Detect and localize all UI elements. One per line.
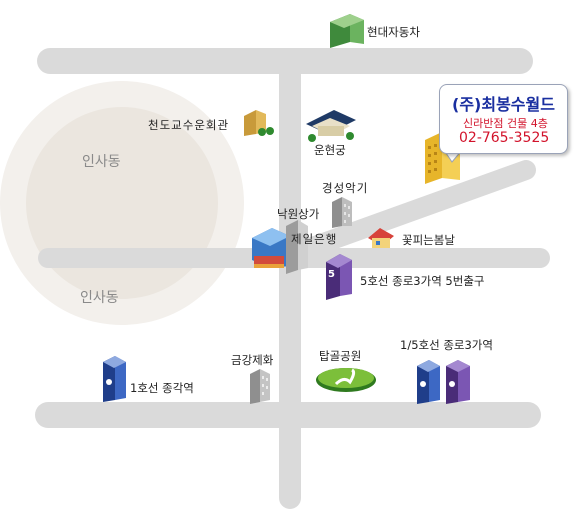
label-nakwon-sangga: 낙원상가 [277, 207, 320, 221]
cheondogyo-building-icon [244, 110, 274, 136]
label-geumgang-shoes: 금강제화 [231, 353, 274, 367]
line15-station-icon [417, 360, 470, 404]
label-line5-exit5: 5호선 종로3가역 5번출구 [360, 274, 485, 288]
company-branch: 신라반점 건물 4층 [463, 117, 548, 130]
jeil-bank-building-icon [286, 220, 308, 274]
company-callout [439, 84, 568, 154]
tapgol-park-icon [316, 368, 376, 392]
area-label-insadong-south: 인사동 [80, 290, 119, 306]
unhyeongung-palace-icon [306, 110, 356, 142]
label-tapgol-park: 탑골공원 [319, 349, 362, 363]
label-kkotpineun-bomnal: 꽃피는봄날 [402, 233, 455, 247]
label-line1-jonggak: 1호선 종각역 [130, 381, 194, 395]
label-hyundai-motors: 현대자동차 [367, 25, 420, 39]
hyundai-building-icon [330, 14, 364, 48]
line5-exit-building-icon [326, 254, 352, 300]
kkotpineun-house-icon [368, 228, 394, 248]
insadong-area-inner [26, 107, 218, 299]
company-name: (주)최봉수월드 [452, 95, 555, 114]
label-unhyeongung: 운현궁 [314, 143, 346, 157]
road-diagonal [280, 160, 536, 265]
label-cheondogyo: 천도교수운회관 [148, 118, 230, 132]
company-phone: 02-765-3525 [459, 130, 550, 146]
label-line15-jongno3ga: 1/5호선 종로3가역 [400, 338, 493, 352]
label-gyeongseong-akgi: 경성악기 [322, 181, 369, 195]
geumgang-building-icon [250, 369, 270, 404]
gyeongseong-building-icon [332, 197, 352, 228]
area-label-insadong-north: 인사동 [82, 154, 121, 170]
line1-station-icon [103, 356, 126, 402]
nakwon-sangga-building-icon [252, 228, 290, 268]
label-jeil-bank: 제일은행 [291, 232, 338, 246]
line5-badge: 5 [328, 269, 335, 280]
